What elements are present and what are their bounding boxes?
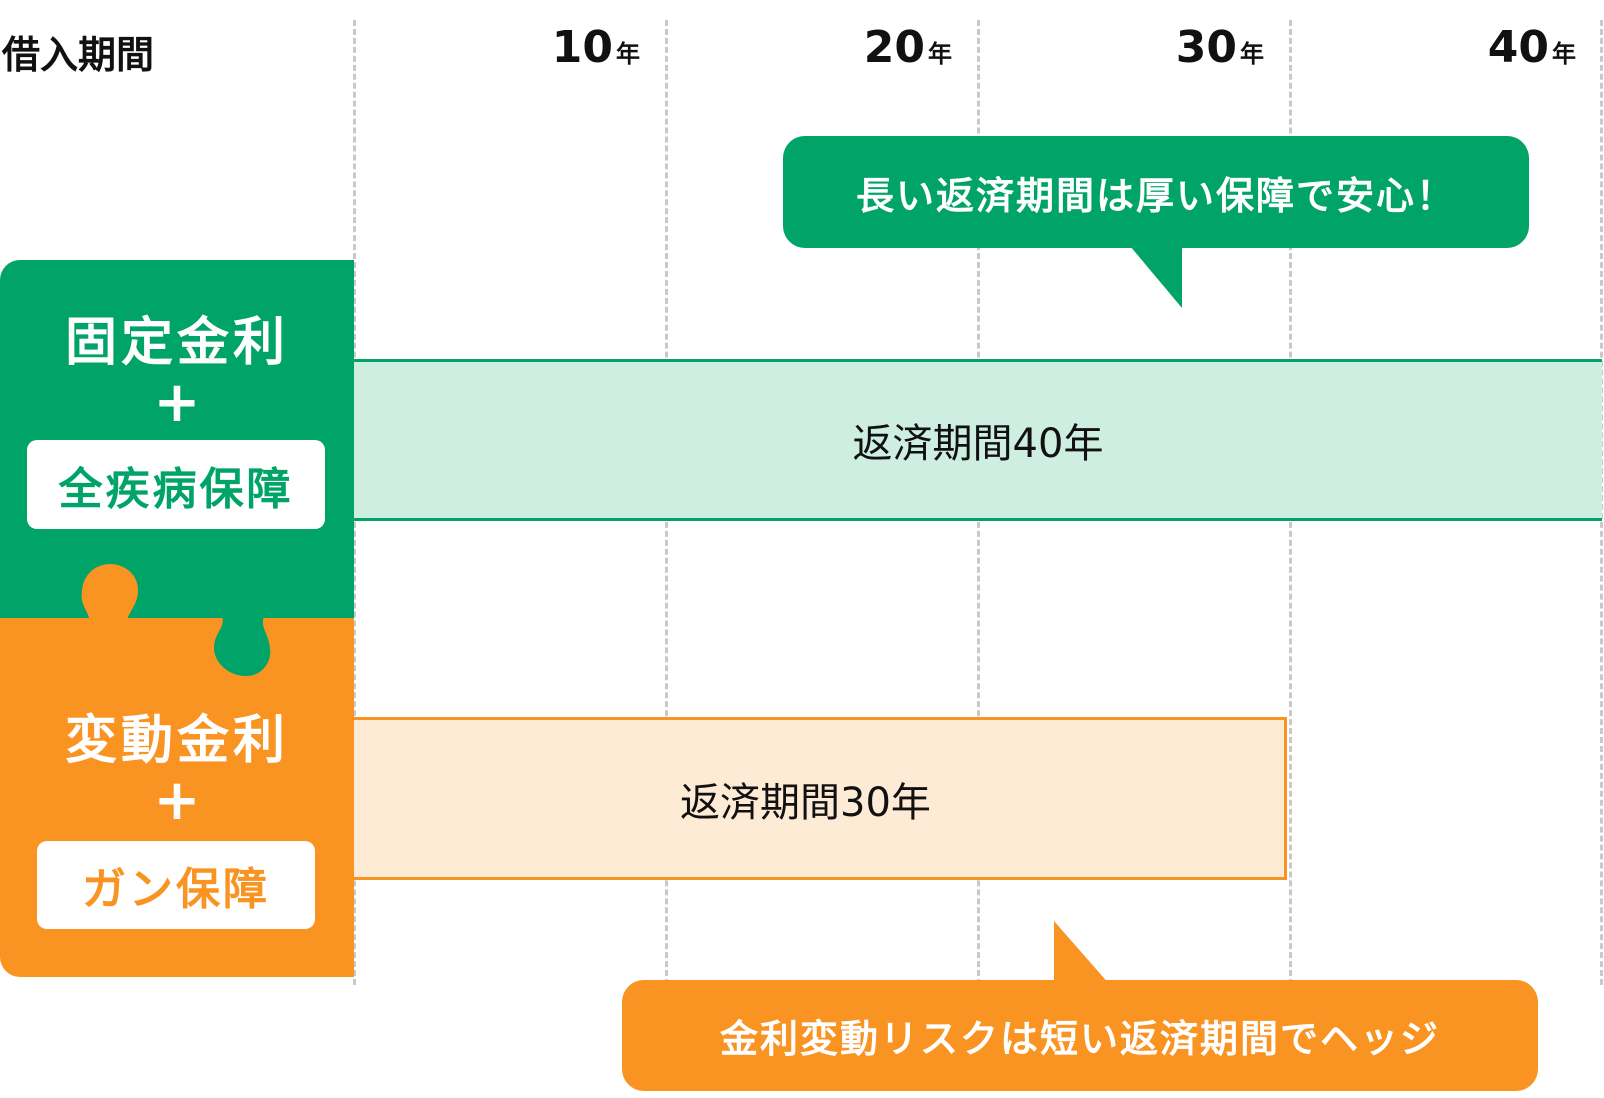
- fixed-rate-title: 固定金利: [64, 313, 289, 373]
- variable-callout-tail: [1054, 921, 1110, 985]
- variable-coverage-box: ガン保障: [37, 841, 315, 929]
- plus-sign: +: [153, 370, 201, 435]
- variable-rate-panel: 変動金利 +: [0, 698, 354, 829]
- tick-unit: 年: [1240, 40, 1264, 68]
- orange-puzzle-knob: [81, 564, 138, 620]
- tick-unit: 年: [1552, 40, 1576, 68]
- tick-value: 30: [1175, 22, 1237, 73]
- tick-unit: 年: [616, 40, 640, 68]
- fixed-term-bar: 返済期間40年: [354, 359, 1602, 521]
- tick-value: 40: [1487, 22, 1549, 73]
- plus-sign: +: [153, 768, 201, 833]
- tick-value: 20: [863, 22, 925, 73]
- fixed-rate-panel: 固定金利 +: [0, 300, 354, 431]
- axis-label: 借入期間: [2, 33, 155, 77]
- fixed-callout: 長い返済期間は厚い保障で安心！: [783, 136, 1529, 248]
- green-puzzle-knob: [214, 616, 271, 676]
- tick-unit: 年: [928, 40, 952, 68]
- variable-rate-title: 変動金利: [64, 711, 289, 771]
- tick-value: 10: [551, 22, 613, 73]
- variable-term-bar: 返済期間30年: [354, 717, 1287, 880]
- fixed-callout-tail: [1125, 240, 1182, 308]
- variable-callout: 金利変動リスクは短い返済期間でヘッジ: [622, 980, 1538, 1091]
- fixed-coverage-box: 全疾病保障: [27, 440, 325, 529]
